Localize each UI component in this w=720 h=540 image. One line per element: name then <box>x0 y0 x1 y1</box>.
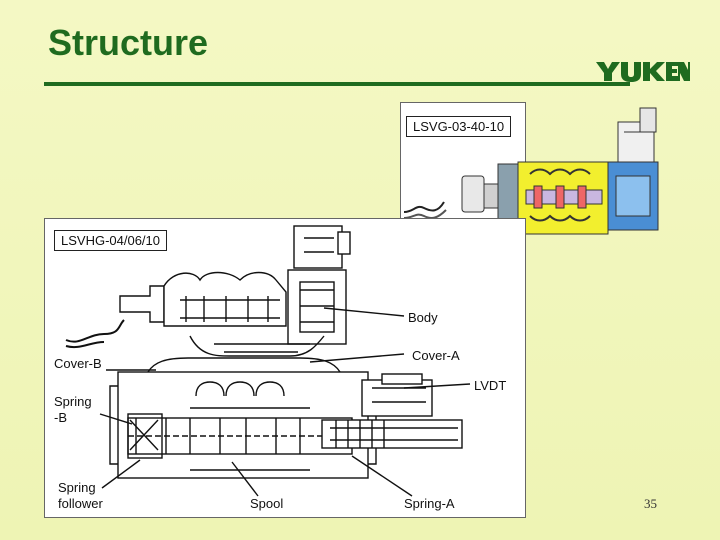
slide-title: Structure <box>48 22 209 63</box>
model-label-lsvhg: LSVHG-04/06/10 <box>54 230 168 251</box>
label-spring-follower-line1: Spring <box>58 480 96 495</box>
title-underline <box>44 82 630 86</box>
label-spring-follower: Spring follower <box>58 480 103 512</box>
label-spring-b: Spring -B <box>54 394 92 426</box>
label-spring-b-line2: -B <box>54 410 67 425</box>
label-spool: Spool <box>250 496 284 511</box>
model-label-lsvg: LSVG-03-40-10 <box>406 116 512 137</box>
label-lvdt: LVDT <box>474 378 507 393</box>
page-number: 35 <box>644 496 657 511</box>
lsvhg-valve-illustration <box>65 225 471 497</box>
label-body: Body <box>408 310 438 325</box>
label-cover-b: Cover-B <box>54 356 102 371</box>
label-spring-a: Spring-A <box>404 496 455 511</box>
label-cover-a: Cover-A <box>412 348 460 363</box>
label-spring-b-line1: Spring <box>54 394 92 409</box>
yuken-logo <box>596 62 690 82</box>
label-spring-follower-line2: follower <box>58 496 103 511</box>
